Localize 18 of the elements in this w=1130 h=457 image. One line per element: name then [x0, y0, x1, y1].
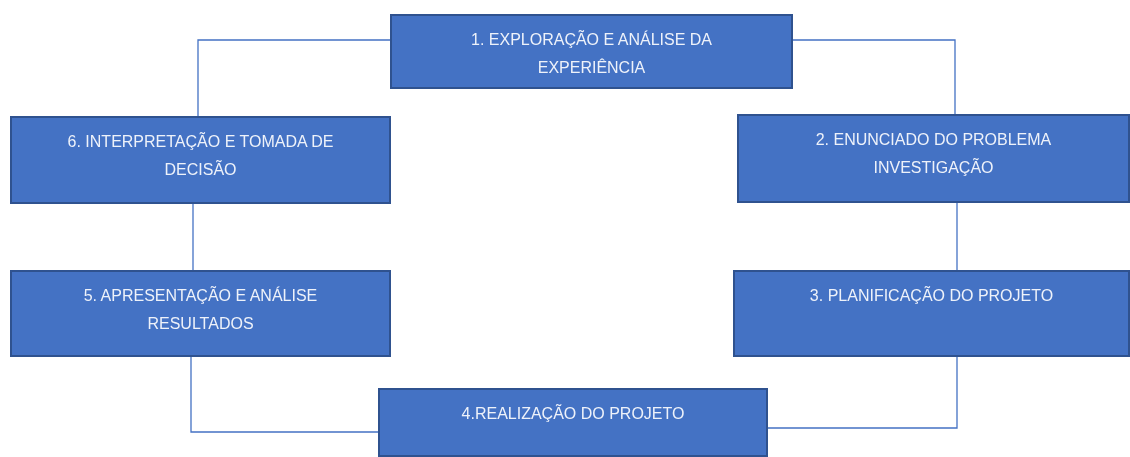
process-box: [10, 116, 391, 204]
box-label: 3. PLANIFICAÇÃO DO PROJETO: [809, 285, 1054, 306]
connector-line: [792, 39, 956, 115]
process-box: [378, 388, 768, 457]
connector-line: [767, 356, 958, 429]
box-label: 1. EXPLORAÇÃO E ANÁLISE DA EXPERIÊNCIA: [470, 29, 713, 78]
box-label: 5. APRESENTAÇÃO E ANÁLISE RESULTADOS: [82, 285, 319, 334]
connector-line: [192, 203, 194, 271]
box-label: 2. ENUNCIADO DO PROBLEMA INVESTIGAÇÃO: [814, 130, 1053, 178]
process-box: [733, 270, 1130, 357]
connector-line: [197, 39, 391, 117]
process-box: [390, 14, 793, 89]
connector-line: [956, 202, 958, 271]
process-box: [10, 270, 391, 357]
box-label: 4.REALIZAÇÃO DO PROJETO: [461, 403, 685, 424]
connector-line: [190, 356, 379, 433]
process-box: [737, 114, 1130, 203]
box-label: 6. INTERPRETAÇÃO E TOMADA DE DECISÃO: [66, 131, 335, 180]
